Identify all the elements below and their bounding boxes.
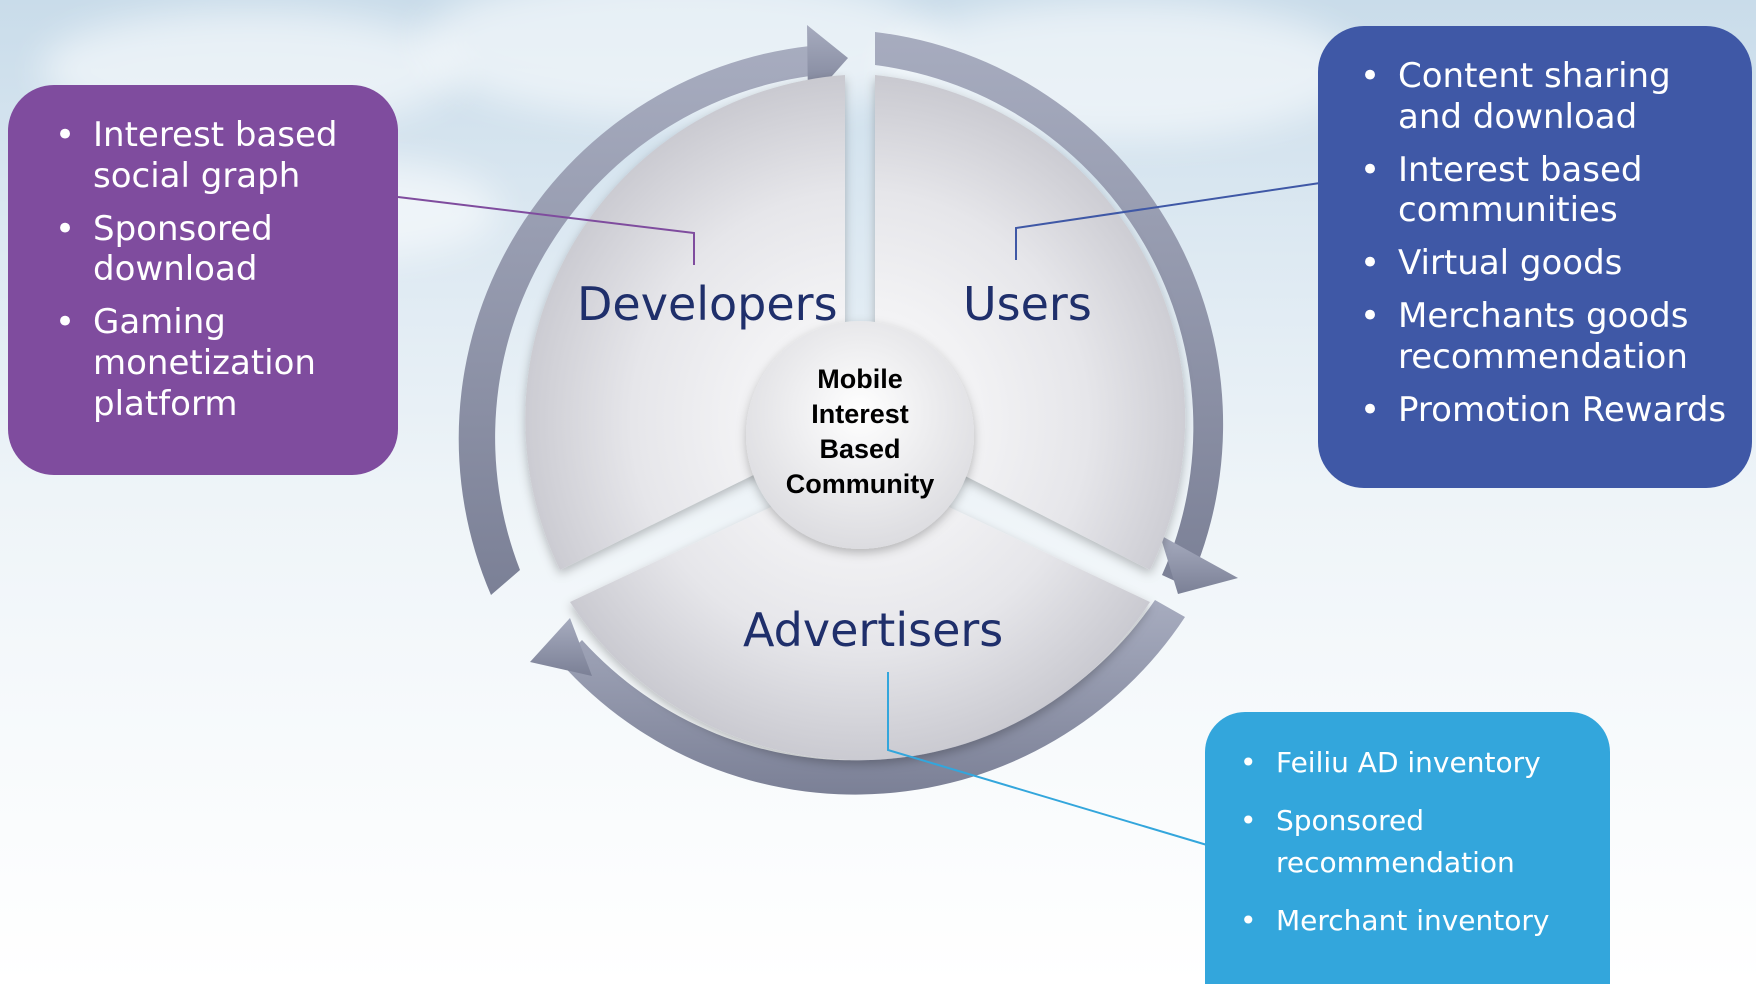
advertisers-feature-list: Feiliu AD inventory Sponsored recommenda… [1240, 742, 1600, 942]
list-item: Virtual goods [1360, 243, 1742, 284]
developers-feature-box: Interest based social graph Sponsored do… [8, 85, 398, 475]
list-item: Content sharing and download [1360, 56, 1742, 138]
arrowhead-to-developers [530, 618, 592, 676]
users-feature-list: Content sharing and download Interest ba… [1360, 56, 1742, 431]
list-item: Interest based social graph [55, 115, 374, 197]
segment-label-advertisers: Advertisers [743, 603, 1004, 657]
segment-label-developers: Developers [577, 277, 838, 331]
advertisers-feature-box: Feiliu AD inventory Sponsored recommenda… [1205, 712, 1610, 984]
list-item: Promotion Rewards [1360, 390, 1742, 431]
list-item: Gaming monetization platform [55, 302, 374, 424]
arrow-developers-to-users [458, 46, 810, 595]
arrowhead-to-advertisers [1160, 535, 1238, 594]
center-circle [746, 321, 974, 549]
list-item: Sponsored download [55, 209, 374, 291]
center-label-line: Interest [811, 399, 909, 429]
segment-advertisers [570, 465, 1150, 761]
connector-advertisers [887, 672, 1208, 846]
center-label: Mobile Interest Based Community [740, 362, 980, 502]
center-label-line: Mobile [817, 364, 903, 394]
center-label-line: Based [819, 434, 901, 464]
arrow-advertisers-to-developers [560, 600, 1185, 795]
segment-label-users: Users [963, 277, 1092, 331]
list-item: Merchants goods recommendation [1360, 296, 1742, 378]
users-feature-box: Content sharing and download Interest ba… [1318, 26, 1752, 488]
connector-developers [397, 196, 695, 265]
list-item: Sponsored recommendation [1240, 800, 1600, 884]
arrow-users-to-advertisers [875, 32, 1224, 587]
connectors [397, 182, 1321, 846]
list-item: Feiliu AD inventory [1240, 742, 1600, 784]
center-label-line: Community [785, 469, 935, 499]
list-item: Merchant inventory [1240, 900, 1600, 942]
connector-users [1015, 182, 1321, 260]
list-item: Interest based communities [1360, 150, 1742, 232]
developers-feature-list: Interest based social graph Sponsored do… [55, 115, 374, 425]
